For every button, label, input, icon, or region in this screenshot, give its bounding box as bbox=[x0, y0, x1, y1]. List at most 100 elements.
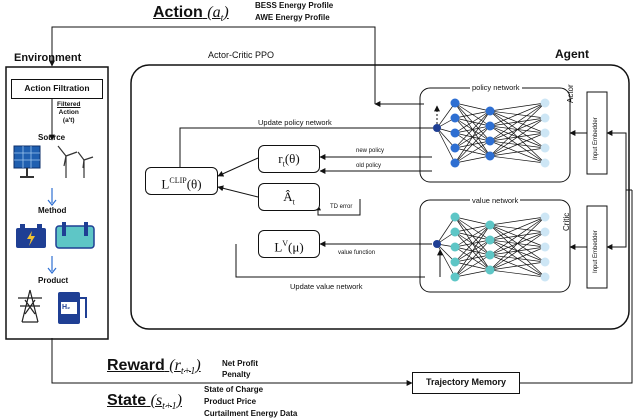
value-net-edge bbox=[489, 231, 546, 271]
value-net-hidden-node bbox=[450, 242, 460, 252]
policy-net-hidden-node bbox=[450, 98, 460, 108]
policy-net-output-node bbox=[540, 128, 550, 138]
policy-net-edge bbox=[454, 125, 491, 164]
ratio-to-lclip-arrow bbox=[217, 157, 259, 177]
policy-net-edge bbox=[436, 102, 456, 129]
net-profit-label: Net Profit bbox=[222, 359, 258, 368]
policy-net-edge bbox=[489, 102, 546, 142]
value-net-edge bbox=[436, 216, 456, 245]
action-arrow bbox=[49, 26, 376, 104]
policy-net-edge bbox=[454, 155, 491, 164]
env-to-trajectory-arrow bbox=[51, 338, 413, 386]
value-net-output-node bbox=[540, 272, 550, 282]
value-net-edge bbox=[489, 216, 546, 241]
policy-net-hidden-node bbox=[450, 158, 460, 168]
update-value-line bbox=[235, 244, 425, 278]
policy-net-edge bbox=[454, 110, 491, 164]
policy-net-hidden-node bbox=[485, 106, 495, 116]
new-policy-label: new policy bbox=[356, 148, 385, 154]
value-net-output-node bbox=[540, 212, 550, 222]
value-net-edge bbox=[454, 269, 491, 278]
value-net-output-node bbox=[540, 242, 550, 252]
policy-net-edge bbox=[454, 140, 491, 164]
policy-net-edge bbox=[454, 110, 491, 134]
value-net-edge bbox=[454, 224, 491, 278]
policy-net-hidden-node bbox=[485, 136, 495, 146]
policy-net-output-node bbox=[540, 143, 550, 153]
wind-turbine-icon bbox=[57, 145, 94, 178]
filtered-note-line-3: (a′t) bbox=[62, 117, 75, 124]
ppo-title: Actor-Critic PPO bbox=[208, 50, 275, 60]
policy-net-edge bbox=[489, 147, 546, 157]
value-function-label: value function bbox=[338, 250, 376, 256]
method-product-chevron-icon bbox=[47, 267, 57, 274]
value-net-hidden-node bbox=[450, 227, 460, 237]
value-net-hidden-node bbox=[450, 272, 460, 282]
policy-net-hidden-node bbox=[485, 121, 495, 131]
policy-net-edge bbox=[454, 110, 491, 119]
policy-net-edge bbox=[489, 102, 546, 157]
td-error-label: TD error bbox=[330, 204, 353, 210]
value-net-hidden-node bbox=[450, 212, 460, 222]
method-label: Method bbox=[38, 206, 67, 215]
update-policy-label: Update policy network bbox=[258, 118, 332, 127]
trajectory-memory-label: Trajectory Memory bbox=[425, 377, 507, 387]
advantage-box: Ât bbox=[258, 183, 320, 211]
action-heading: Action (at) bbox=[153, 4, 229, 25]
value-net-output-node bbox=[540, 227, 550, 237]
update-value-label: Update value network bbox=[290, 282, 363, 291]
policy-net-output-node bbox=[540, 98, 550, 108]
value-net-edge bbox=[489, 216, 546, 226]
value-net-edge bbox=[489, 246, 546, 271]
bess-profile-label: BESS Energy Profile bbox=[255, 1, 334, 10]
value-net-hidden-node bbox=[485, 220, 495, 230]
old-policy-label: old policy bbox=[356, 163, 382, 169]
value-net-edge bbox=[454, 239, 491, 278]
policy-net-edge bbox=[489, 102, 546, 112]
value-net-edge bbox=[454, 224, 491, 263]
electrolyzer-icon bbox=[55, 222, 95, 249]
actor-input-embedder-label: Input Embedder bbox=[593, 117, 599, 160]
critic-label: Critic bbox=[562, 212, 571, 231]
value-net-hidden-node bbox=[485, 265, 495, 275]
trajectory-memory-box: Trajectory Memory bbox=[412, 372, 520, 394]
value-net-input-node bbox=[433, 240, 441, 248]
solar-panel-icon bbox=[13, 145, 41, 178]
value-net-edge bbox=[454, 224, 491, 233]
value-net-edge bbox=[454, 254, 491, 278]
value-net-hidden-node bbox=[485, 250, 495, 260]
actor-label: Actor bbox=[566, 84, 575, 103]
policy-net-edge bbox=[489, 117, 546, 157]
policy-net-hidden-node bbox=[450, 113, 460, 123]
filtered-note-line-2: Action bbox=[58, 109, 79, 116]
ratio-box: rt(θ) bbox=[258, 145, 320, 173]
policy-net-output-node bbox=[540, 158, 550, 168]
power-pylon-icon bbox=[18, 289, 42, 323]
reward-heading: Reward (rt+1) bbox=[107, 357, 201, 378]
filtered-action-note: Filtered Action (a′t) bbox=[57, 101, 80, 125]
l-v-box: LV(μ) bbox=[258, 230, 320, 258]
agent-title: Agent bbox=[555, 47, 589, 61]
source-label: Source bbox=[38, 133, 66, 142]
policy-net-output-node bbox=[540, 113, 550, 123]
value-net-hidden-node bbox=[485, 235, 495, 245]
state-of-charge-label: State of Charge bbox=[204, 385, 264, 394]
value-net-edge bbox=[454, 224, 491, 248]
policy-net-input-node bbox=[433, 124, 441, 132]
policy-net-edge bbox=[489, 155, 546, 164]
value-net-edge bbox=[489, 216, 546, 271]
policy-net-hidden-node bbox=[485, 151, 495, 161]
critic-input-embedder-label: Input Embedder bbox=[593, 230, 599, 273]
td-error-arrow bbox=[315, 199, 361, 216]
policy-net-edge bbox=[454, 102, 491, 112]
value-network-label: value network bbox=[470, 196, 521, 205]
value-net-edge bbox=[489, 261, 546, 271]
product-price-label: Product Price bbox=[204, 397, 257, 406]
update-policy-line bbox=[179, 127, 437, 175]
policy-net-edge bbox=[436, 127, 456, 164]
agent-box bbox=[130, 64, 630, 330]
policy-net-edge bbox=[489, 102, 546, 127]
battery-icon bbox=[16, 224, 46, 248]
value-net-hidden-node bbox=[450, 257, 460, 267]
